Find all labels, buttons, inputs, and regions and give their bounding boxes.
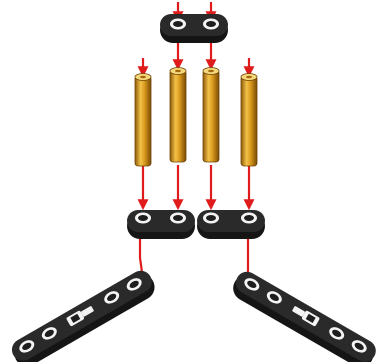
top-plate [160, 14, 228, 43]
axle-4 [241, 74, 257, 167]
long-plate-left [8, 267, 159, 362]
axle-1 [135, 74, 151, 167]
stud [203, 213, 219, 224]
axle-2 [170, 68, 186, 163]
stud [170, 213, 186, 224]
long-plate-right [228, 268, 379, 362]
stud [135, 213, 151, 224]
arrows [140, 2, 249, 286]
stud [203, 19, 219, 30]
stud [241, 213, 257, 224]
axles [135, 68, 257, 167]
stud [170, 19, 186, 30]
middle-plate-right [197, 210, 265, 239]
axle-3 [203, 68, 219, 163]
middle-plate-left [127, 210, 195, 239]
